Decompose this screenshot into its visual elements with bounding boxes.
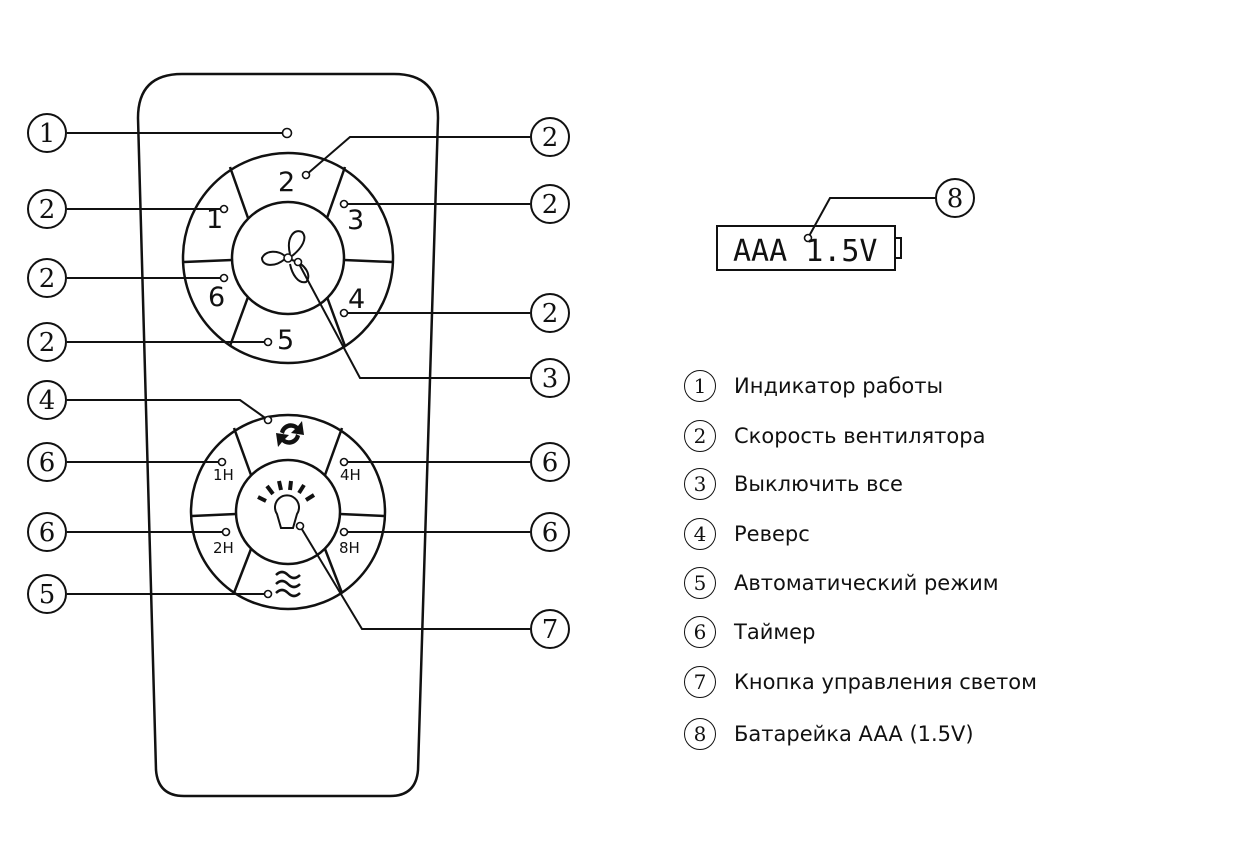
legend-text: Индикатор работы [734,374,944,398]
legend-item-6: 6 Таймер [684,614,815,650]
legend-item-3: 3 Выключить все [684,466,903,502]
legend-item-1: 1 Индикатор работы [684,368,943,404]
speed-key-1[interactable]: 1 [206,204,223,235]
callout-6-right-b: 6 [530,512,570,552]
legend-number: 1 [684,370,716,402]
svg-text:8: 8 [947,184,964,214]
legend-item-2: 2 Скорость вентилятора [684,418,985,454]
svg-text:1: 1 [39,119,56,149]
callout-2-left-b: 2 [27,258,67,298]
svg-text:2: 2 [542,123,559,153]
callout-2-left-a: 2 [27,189,67,229]
legend-item-7: 7 Кнопка управления светом [684,664,1037,700]
callout-5-left: 5 [27,574,67,614]
svg-text:2: 2 [39,264,56,294]
legend-number: 5 [684,567,716,599]
legend-item-8: 8 Батарейка AAA (1.5V) [684,716,974,752]
legend-text: Таймер [734,620,816,644]
timer-key-2h[interactable]: 2H [213,539,234,557]
wind-waves-icon[interactable] [275,570,301,598]
speed-key-5[interactable]: 5 [277,325,294,356]
reverse-arrows-icon[interactable] [276,421,304,447]
svg-text:7: 7 [542,615,559,645]
speed-key-2[interactable]: 2 [278,167,295,198]
callout-2-right-a: 2 [530,117,570,157]
svg-text:2: 2 [39,195,56,225]
callout-8-battery: 8 [935,178,975,218]
legend-number: 6 [684,616,716,648]
legend-text: Реверс [734,522,810,546]
callout-6-left-a: 6 [27,442,67,482]
battery-icon [716,225,902,271]
callout-7-right: 7 [530,609,570,649]
timer-dial [189,413,387,611]
fan-icon[interactable] [260,230,310,284]
svg-text:2: 2 [542,190,559,220]
legend-text: Батарейка AAA (1.5V) [734,722,974,746]
legend-item-5: 5 Автоматический режим [684,565,999,601]
legend-number: 3 [684,468,716,500]
power-indicator [281,127,293,139]
svg-text:3: 3 [542,364,559,394]
callout-6-right-a: 6 [530,442,570,482]
callout-1-left: 1 [27,113,67,153]
svg-text:4: 4 [39,386,56,416]
svg-text:2: 2 [542,299,559,329]
callout-2-right-c: 2 [530,293,570,333]
legend-text: Скорость вентилятора [734,424,986,448]
legend-text: Кнопка управления светом [734,670,1037,694]
svg-text:6: 6 [542,448,559,478]
callout-6-left-b: 6 [27,512,67,552]
timer-key-1h[interactable]: 1H [213,466,234,484]
callout-3-right: 3 [530,358,570,398]
svg-text:6: 6 [39,518,56,548]
legend-item-4: 4 Реверс [684,516,810,552]
timer-key-4h[interactable]: 4H [340,466,361,484]
svg-text:6: 6 [39,448,56,478]
speed-dial [181,151,395,365]
svg-text:6: 6 [542,518,559,548]
speed-key-6[interactable]: 6 [208,282,225,313]
callout-2-left-c: 2 [27,322,67,362]
legend-number: 8 [684,718,716,750]
speed-key-4[interactable]: 4 [348,284,365,315]
timer-key-8h[interactable]: 8H [339,539,360,557]
svg-text:2: 2 [39,328,56,358]
legend-number: 4 [684,518,716,550]
remote-body [136,72,440,798]
battery-label: AAA 1.5V [733,234,878,269]
leader-dots [217,170,813,599]
legend-text: Выключить все [734,472,903,496]
legend-text: Автоматический режим [734,571,999,595]
callout-2-right-b: 2 [530,184,570,224]
callout-4-left: 4 [27,380,67,420]
speed-key-3[interactable]: 3 [347,205,364,236]
light-bulb-icon[interactable] [257,480,316,529]
legend-number: 7 [684,666,716,698]
leader-lines [67,132,936,630]
svg-text:5: 5 [39,580,56,610]
legend-number: 2 [684,420,716,452]
